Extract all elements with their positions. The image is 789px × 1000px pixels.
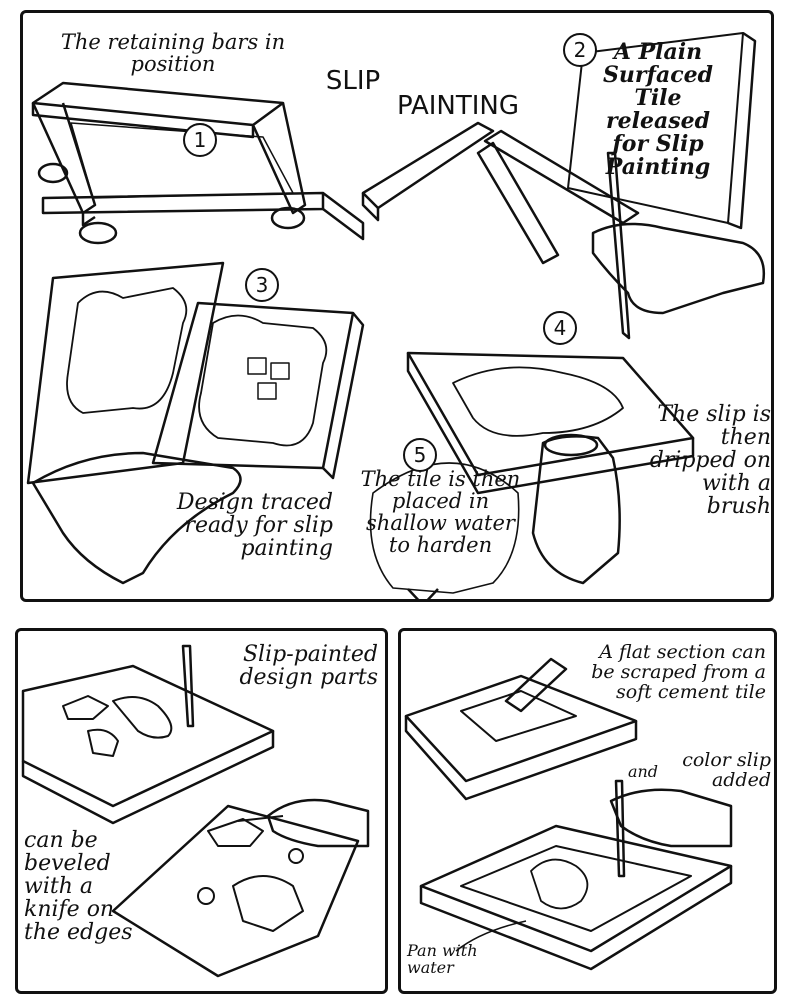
caption-step-2: A Plain Surfaced Tile released for Slip …: [603, 39, 713, 181]
released-bar-1: [361, 121, 495, 210]
pan-pointer: [455, 920, 527, 952]
caption-step-5: The tile is then placed in shallow water…: [360, 467, 521, 558]
slip-cup: [543, 433, 599, 457]
step-number-5: 5: [403, 438, 437, 472]
label-and: and: [627, 762, 659, 781]
support-left: [37, 162, 69, 184]
brush-bottom-right: [614, 779, 626, 878]
knife: [237, 815, 284, 822]
title-line-2: PAINTING: [396, 91, 520, 121]
bottom-left-panel: Slip-painted design parts can be beveled…: [15, 628, 388, 994]
arrow-down-icon: [407, 588, 439, 599]
color-slip-design: [530, 858, 589, 910]
tile-with-parts: [21, 664, 275, 808]
support-right: [270, 206, 306, 230]
part-small: [87, 728, 119, 757]
caption-color-slip-added: color slip added: [682, 749, 771, 791]
brush-bottom-left: [181, 644, 195, 728]
part-hexagon: [62, 695, 109, 720]
step-number-1: 1: [183, 123, 217, 157]
beveled-tile: [111, 804, 360, 978]
slip-design: [452, 366, 624, 437]
top-panel: The retaining bars in position SLIP PAIN…: [20, 10, 774, 602]
beveled-arch: [232, 875, 304, 932]
hand-with-cup: [531, 435, 621, 585]
design-paper: [26, 261, 225, 485]
scraper-tool: [504, 657, 568, 713]
label-pan-with-water: Pan with water: [407, 941, 478, 977]
caption-beveled-edges: can be beveled with a knife on the edges: [24, 828, 133, 946]
released-bar-2: [476, 141, 560, 265]
hand-holding-tile: [31, 451, 242, 585]
caption-step-4: The slip is then dripped on with a brush: [649, 402, 771, 520]
title-line-1: SLIP: [325, 66, 381, 96]
step-number-3: 3: [245, 268, 279, 302]
hand-with-brush-right: [609, 788, 733, 848]
hand-with-brush: [591, 222, 766, 315]
brush: [606, 151, 631, 340]
retaining-bar-left: [31, 102, 97, 215]
beveled-dot-2: [288, 848, 304, 864]
caption-step-1: The retaining bars in position: [60, 30, 286, 77]
design-outline-tile: [198, 314, 328, 447]
tile-in-frame: [70, 122, 294, 199]
bottom-right-drawing: [404, 657, 733, 971]
caption-slip-painted-parts: Slip-painted design parts: [239, 642, 378, 691]
tile-in-pan: [460, 845, 692, 932]
bottom-right-panel: A flat section can be scraped from a sof…: [398, 628, 777, 994]
traced-tile: [151, 301, 355, 470]
water-circle: [369, 462, 520, 594]
beveled-dot-1: [197, 887, 215, 905]
support-front: [78, 221, 118, 245]
top-panel-drawing: [26, 31, 766, 599]
beveled-hexagon: [207, 818, 264, 847]
caption-step-3: Design traced ready for slip painting: [176, 490, 333, 562]
step-number-2: 2: [563, 33, 597, 67]
design-outline-paper: [66, 287, 188, 414]
step-number-4: 4: [543, 311, 577, 345]
scraped-section: [460, 690, 577, 742]
bottom-left-drawing: [21, 644, 370, 978]
caption-flat-section: A flat section can be scraped from a sof…: [591, 641, 766, 703]
hand-with-knife: [266, 798, 370, 848]
part-curve: [112, 696, 173, 739]
released-bar-3: [483, 129, 640, 225]
